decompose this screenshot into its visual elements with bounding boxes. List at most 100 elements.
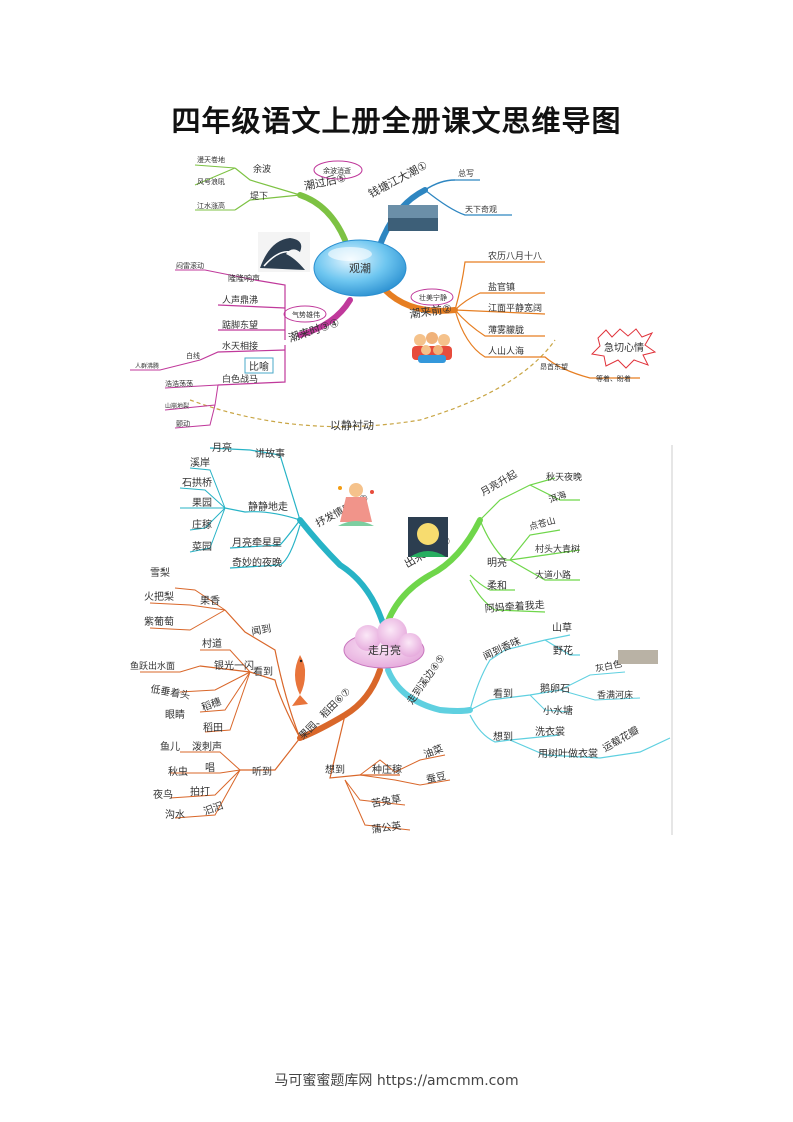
z-fish: 鱼跃出水面 [130,660,175,672]
z-b1-item-1: 明亮 [487,556,507,569]
b2-item-3: 薄雾朦胧 [488,324,524,336]
b3-sub-white2: 人群沸腾 [135,362,159,370]
z-b3-item-3: 奇妙的夜晚 [232,556,282,569]
wave-icon [258,232,310,272]
b3-item-1: 人声鼎沸 [222,294,258,306]
z-walk-0: 溪岸 [190,457,210,469]
z-see-2: 稻穗 [200,695,223,714]
b3-fig: 比喻 [249,360,269,373]
b3-sub-white: 白线 [186,351,200,360]
z-fruit-2: 紫葡萄 [144,615,174,628]
b3-horse-0: 浩浩荡荡 [165,379,193,388]
b2-item-0: 农历八月十八 [488,250,542,262]
z-hear-3: 汩汩 [202,799,225,818]
z-b3-item-0: 讲故事 [255,447,285,460]
z-b3-branch [300,520,385,630]
z-fruit-1: 火把梨 [144,590,174,603]
z-leaf2-0: 点苍山 [528,514,557,533]
z-who-3: 沟水 [165,808,185,821]
z-b4-item-0: 闻到 [250,622,272,638]
map2-center: 走月亮 [368,643,401,657]
z-plant: 种庄稼 [372,763,402,776]
z-walk-4: 菜园 [192,541,212,553]
b2-item-4: 人山人海 [488,345,524,357]
z-rice-0: 低垂着头 [149,682,191,702]
z-who-0: 鱼儿 [160,740,180,753]
map-guanchao: 以静衬动 钱塘江大潮① 总写 天下奇观 潮过后⑤ 余波消逝 余波 堤下 漫天卷地… [130,155,655,432]
b2-item-1: 盐官镇 [488,281,515,293]
b2-bubble-text: 壮美宁静 [419,293,447,302]
z-hear-0: 泼刺声 [192,740,222,753]
b4-leaf-0: 漫天卷地 [197,155,225,164]
z-b3-moon: 月亮 [212,441,232,454]
z-b1-item-2: 柔和 [487,580,507,592]
z-b2-item-0: 闻到香味 [481,634,523,663]
z-crop-1: 蚕豆 [425,770,447,786]
z-grass-0: 苦兔草 [370,792,402,810]
z-leaf1-1: 洱海 [547,488,568,505]
b3-horse-1: 山崩地裂 [165,402,189,410]
b3-item-4: 白色战马 [222,373,258,385]
footer-source[interactable]: 马可蜜蜜题库网 https://amcmm.com [0,1070,793,1090]
z-walk-1: 石拱桥 [182,476,212,489]
z-think-0: 洗衣裳 [535,725,565,738]
map1-center: 观潮 [349,261,371,275]
z-stone-1: 香满河床 [597,689,633,701]
map-zouyueliang: 出来①②③ 月亮升起 明亮 柔和 阿妈牵着我走 秋天夜晚 洱海 点苍山 村头大青… [130,441,672,836]
z-see-1: 小水塘 [543,704,573,717]
b3-bubble-text: 气势雄伟 [292,310,320,319]
z-hear-1: 唱 [205,762,215,774]
b3-sub-top: 闷雷滚动 [176,261,204,270]
z-think-1: 用树叶做衣裳 [538,747,598,760]
z-walk-2: 果园 [192,497,212,509]
wall-picture [618,650,658,664]
z-leaf2-1: 村头大青树 [535,543,580,555]
b3-horse-2: 颤动 [176,419,190,428]
z-see-1: 银光一闪 [214,659,254,672]
moon-picture [408,517,448,557]
b1-item-1: 天下奇观 [465,204,497,214]
b4-item-1: 堤下 [250,191,268,202]
b3-item-2: 踮脚东望 [222,319,258,331]
z-smell-1: 野花 [553,644,573,657]
z-rice-1: 眼睛 [165,709,185,721]
b4-bubble-text: 余波消逝 [323,166,351,175]
z-smell: 果香 [200,595,220,607]
b4-leaf-1: 风号浪吼 [197,177,225,186]
crowd-icon [412,332,452,363]
z-b4-item-2: 听到 [252,766,272,778]
z-b4-item-1: 看到 [253,665,273,678]
z-b2-item-2: 想到 [493,730,513,743]
z-see-0: 村道 [202,637,222,650]
fish-icon [292,655,308,706]
z-b1-item-3: 阿妈牵着我走 [484,598,545,615]
z-who-1: 秋虫 [168,765,188,778]
z-b3-item-1: 静静地走 [248,500,288,513]
b2-item-2: 江面平静宽阔 [488,302,542,314]
z-b4-item-3: 想到 [325,763,345,776]
z-smell-0: 山草 [552,622,572,634]
z-leaf2-2: 大道小路 [535,569,571,581]
z-who-2: 夜鸟 [153,788,173,801]
center-node-zouyueliang: 走月亮 [344,618,424,668]
z-walk-3: 庄稼 [192,518,212,531]
contrast-label: 以静衬动 [330,418,374,432]
z-fruit-0: 雪梨 [150,566,170,579]
b2-sub: 昂首东望 [540,362,568,371]
z-crop-0: 油菜 [422,742,445,761]
z-hear-2: 拍打 [190,785,210,798]
b3-label: 潮来时③④ [287,315,342,345]
b2-sub2: 等着、盼着 [596,374,631,383]
z-b2-item-1: 看到 [493,687,513,700]
b2-mood: 急切心情 [604,341,644,354]
b2-label: 潮来前② [408,301,453,321]
b1-item-0: 总写 [458,168,474,178]
b4-leaf-2: 江水涨高 [197,201,225,210]
z-see-3: 稻田 [203,722,223,734]
z-boat: 运载花瓣 [600,723,641,754]
z-leaf1-0: 秋天夜晚 [546,471,582,483]
b3-item-0: 隆隆响声 [228,273,260,283]
z-b3-item-2: 月亮牵星星 [232,536,282,549]
z-grass-1: 蒲公英 [371,819,403,836]
